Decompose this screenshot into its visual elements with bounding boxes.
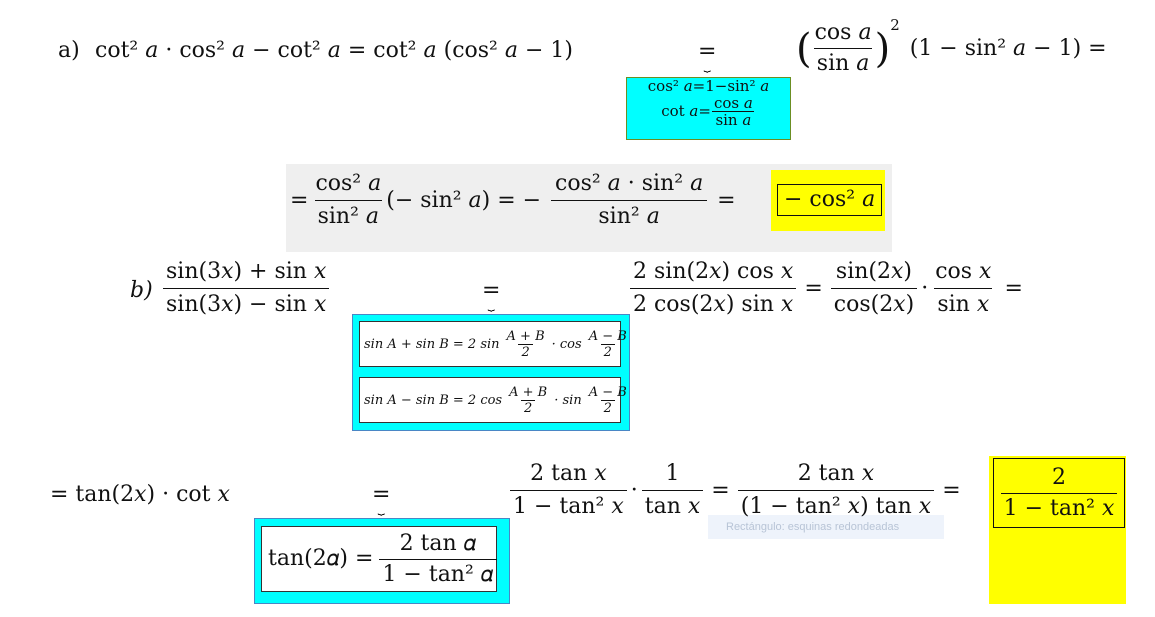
cot-fraction: cos 𝑎 sin 𝑎 — [812, 18, 875, 79]
part-a-line1-lhs: cot² 𝑎 · cos² 𝑎 − cot² 𝑎 = cot² 𝑎 (cos² … — [95, 38, 573, 63]
result-a: − cos² 𝑎 — [777, 184, 883, 216]
result-b: 2 1 − tan² 𝑥 — [993, 458, 1125, 528]
shape-tooltip-ghost: Rectángulo: esquinas redondeadas — [708, 515, 944, 539]
under-equals-b1: =⏟ — [482, 278, 501, 311]
under-equals-a: =⏟ — [698, 39, 717, 72]
part-b-fraction-1: sin(3𝑥) + sin 𝑥 sin(3𝑥) − sin 𝑥 — [163, 256, 330, 321]
result-highlight-a — [771, 170, 885, 231]
double-angle-tangent-formula: tan(2𝛼) = 2 tan 𝛼 1 − tan² 𝛼 — [261, 526, 497, 592]
part-b-label: 𝑏) — [130, 278, 153, 303]
result-highlight-b — [989, 456, 1126, 604]
hint-box-b: sin 𝐴 + sin 𝐵 = 2 sin 𝐴 + 𝐵 2 · cos 𝐴 − … — [352, 314, 630, 431]
hint-box-b2: tan(2𝛼) = 2 tan 𝛼 1 − tan² 𝛼 — [254, 518, 510, 604]
difference-to-product-formula: sin 𝐴 − sin 𝐵 = 2 cos 𝐴 + 𝐵 2 · sin 𝐴 − … — [359, 377, 627, 423]
part-b-line2-lhs: = tan(2𝑥) · cot 𝑥 — [50, 482, 230, 507]
part-a-line1-rhs: ( cos 𝑎 sin 𝑎 ) 2 (1 − sin² 𝑎 − 1) = — [796, 16, 1107, 79]
hint-box-a: cos² 𝑎=1−sin² 𝑎 cot 𝑎= cos 𝑎 sin 𝑎 — [626, 77, 791, 140]
under-equals-b2: =⏟ — [372, 482, 391, 515]
sum-to-product-formula: sin 𝐴 + sin 𝐵 = 2 sin 𝐴 + 𝐵 2 · cos 𝐴 − … — [359, 321, 627, 367]
part-a-label: a) — [58, 38, 80, 63]
part-b-line2-rhs: 2 tan 𝑥 1 − tan² 𝑥 · 1 tan 𝑥 = 2 tan 𝑥 (… — [510, 458, 961, 523]
part-a-line2: = cos² 𝑎 sin² 𝑎 (− sin² 𝑎) = − cos² 𝑎 · … — [290, 168, 736, 233]
part-b-line1-rhs: 2 sin(2𝑥) cos 𝑥 2 cos(2𝑥) sin 𝑥 = sin(2𝑥… — [630, 256, 1023, 321]
